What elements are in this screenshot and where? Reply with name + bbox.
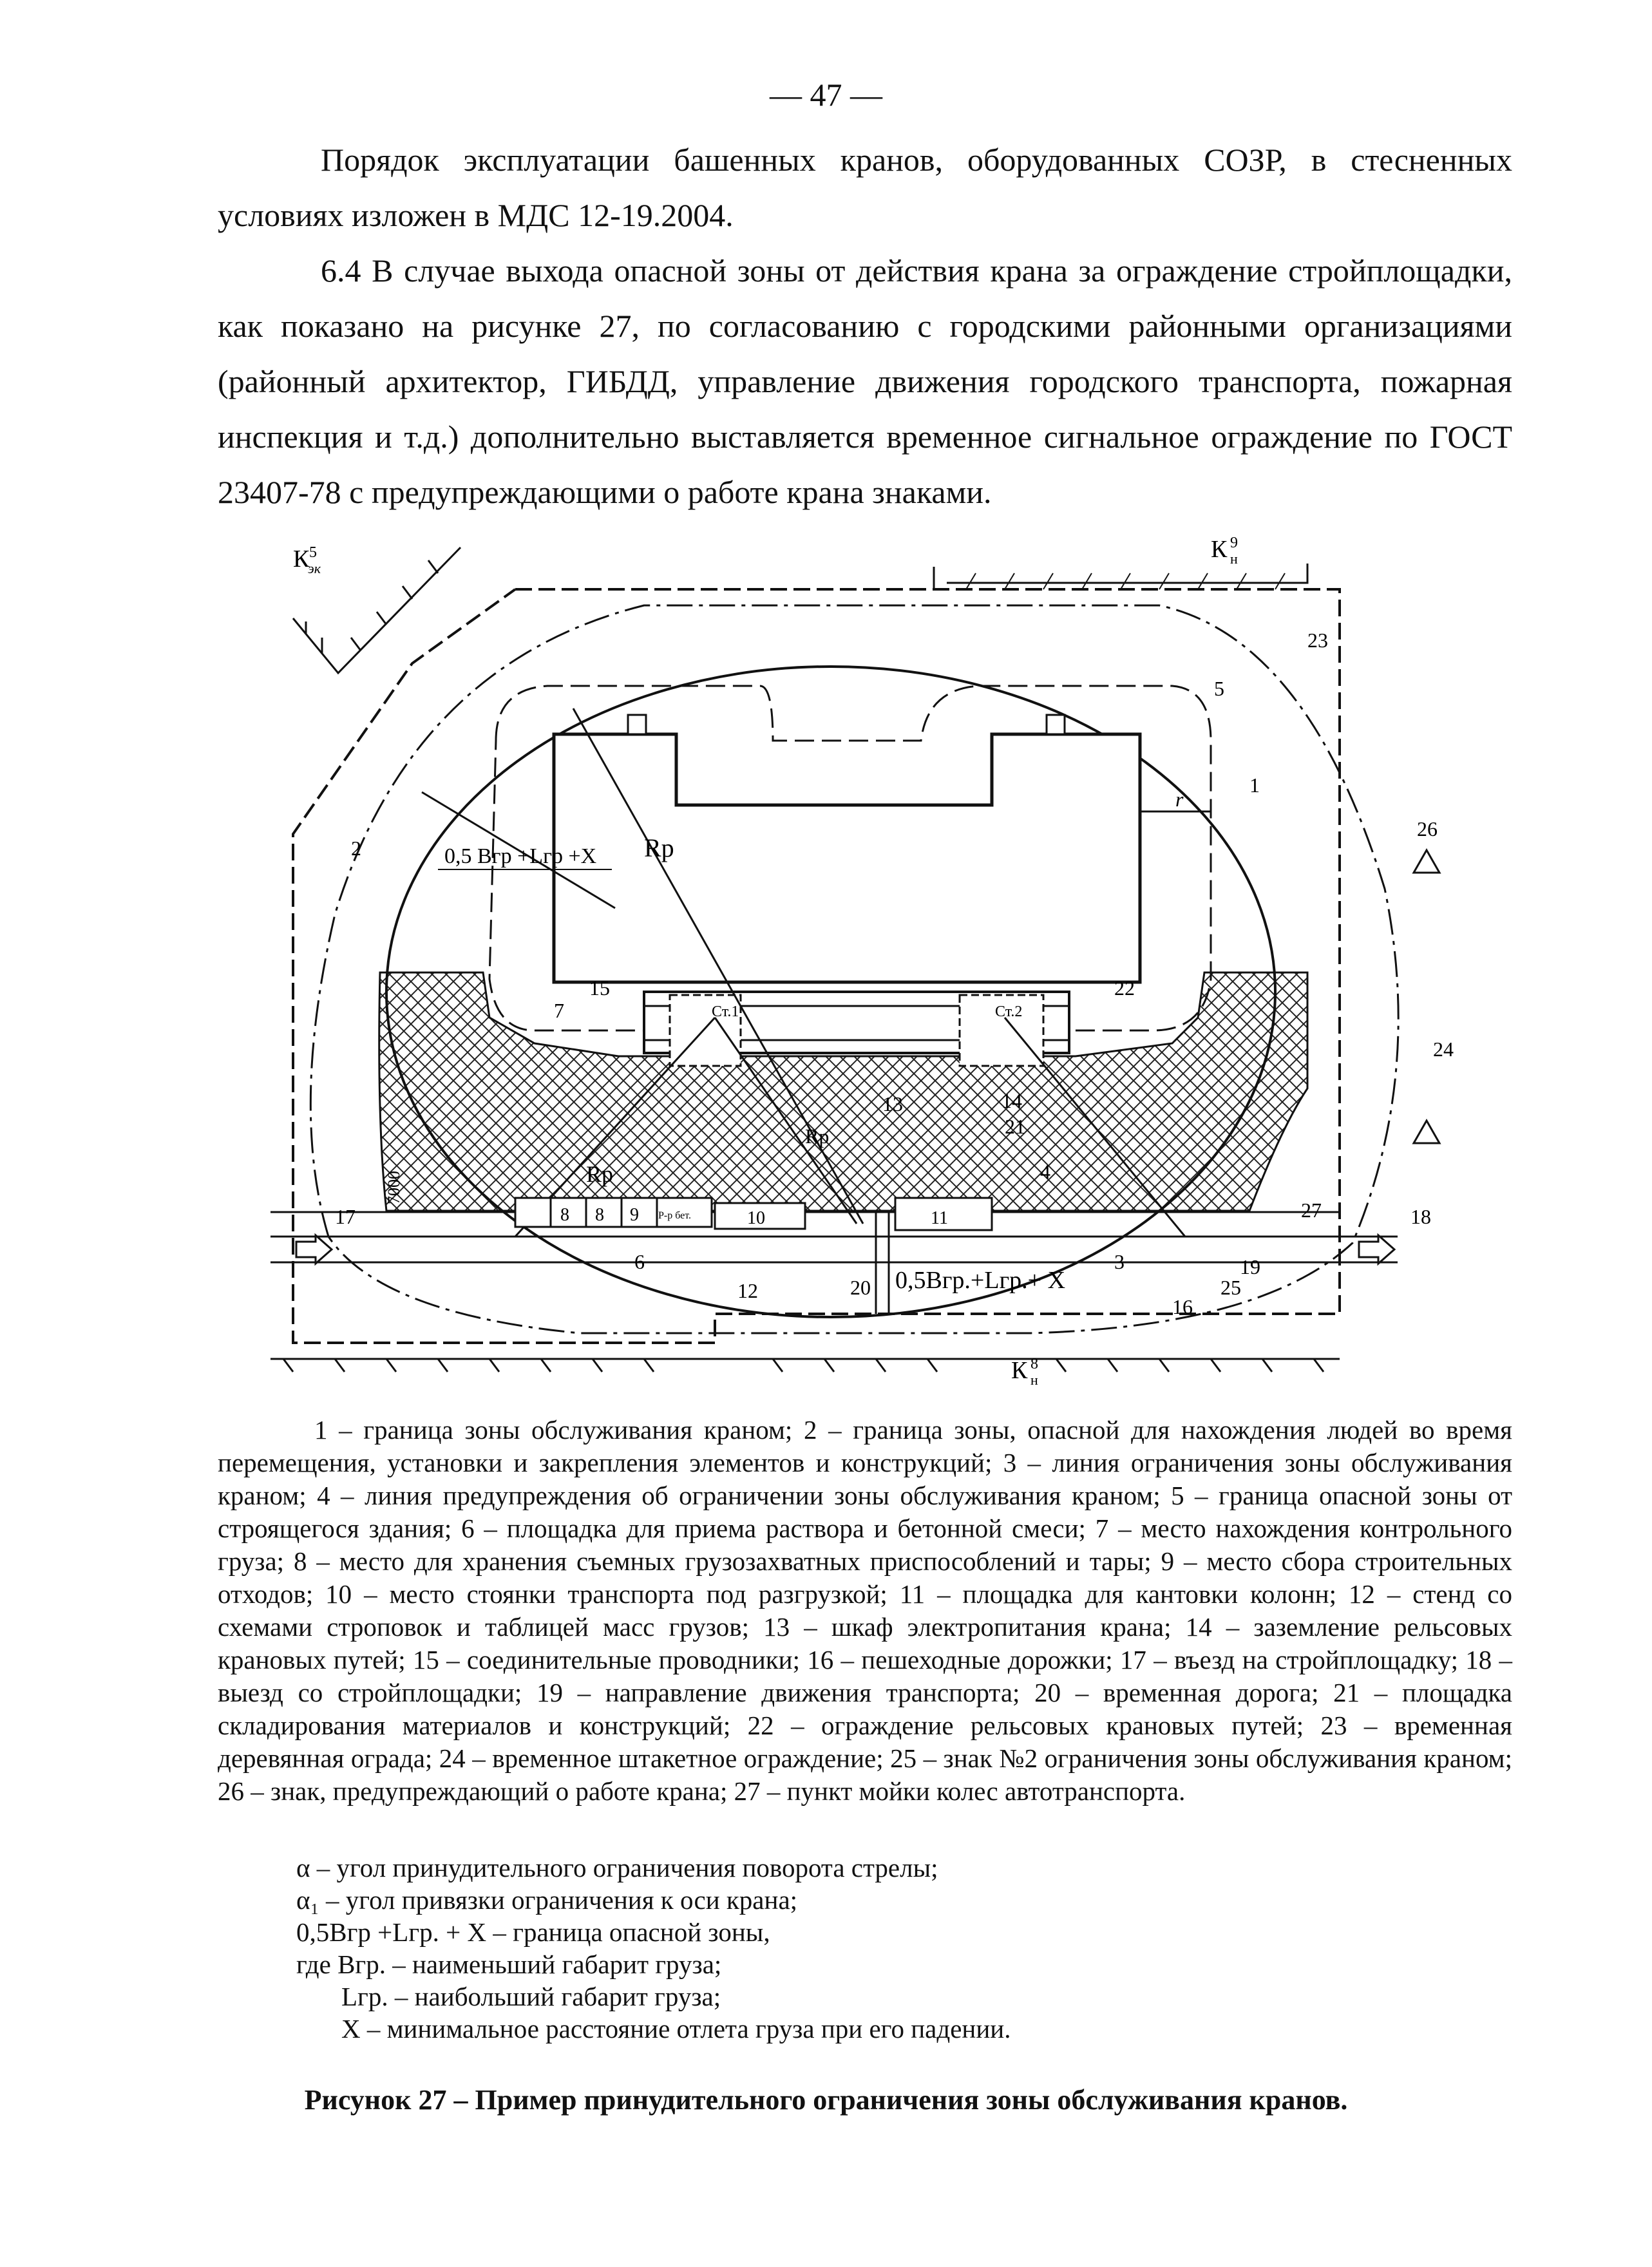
label-7: 7 [554,999,564,1022]
danger-zone-boundary [309,604,1400,1334]
k-bottom-den: н [1030,1372,1038,1388]
building-danger-boundary [488,685,1212,1032]
k-top: К [1211,536,1228,563]
slope-hatch [292,546,462,675]
k-left-num: 5 [309,544,317,561]
label-27: 27 [1301,1199,1322,1222]
label-1: 1 [1249,773,1260,797]
label-6: 6 [634,1250,645,1273]
note-formula: 0,5Вгр +Lгр. + Х – граница опасной зоны, [296,1917,770,1947]
label-23: 23 [1307,629,1328,652]
paragraph-2: 6.4 В случае выхода опасной зоны от дейс… [218,243,1512,520]
label-3: 3 [1114,1250,1125,1273]
label-25: 25 [1220,1276,1241,1299]
label-16: 16 [1172,1295,1193,1318]
label-12: 12 [737,1279,758,1302]
site-plan-figure: Ст.1 Ст.2 8 8 9 Р-р бет. 10 11 [271,535,1454,1388]
label-10: 10 [747,1208,765,1228]
label-4: 4 [1040,1160,1050,1183]
label-20: 20 [850,1276,871,1299]
service-zone-boundary [385,665,1277,1318]
note-x: Х – минимальное расстояние отлета груза … [341,2014,1011,2044]
legend-text: 1 – граница зоны обслуживания краном; 2 … [218,1415,1512,1806]
label-19: 19 [1240,1255,1260,1278]
label-21: 21 [1005,1115,1025,1138]
crane-1-label: Ст.1 [712,1003,739,1020]
label-9: 9 [630,1205,639,1225]
entry-exit-arrows [295,1233,1396,1266]
k-left: К [293,545,310,573]
label-14: 14 [1002,1089,1022,1112]
label-5: 5 [1214,677,1224,700]
callout-numbers: 1 2 3 4 5 6 7 12 13 14 15 16 17 18 19 20… [335,629,1454,1318]
k-left-den: эк [308,560,321,576]
site-fence [292,588,1341,1344]
label-22: 22 [1114,976,1135,1000]
label-26: 26 [1417,817,1438,840]
note-alpha1: α₁ – угол привязки ограничения к оси кра… [296,1885,798,1915]
note-alpha: α – угол принудительного ограничения пов… [296,1853,938,1883]
label-15: 15 [589,976,610,1000]
building-outline [552,732,1142,984]
storage-boxes [514,1197,993,1231]
label-18: 18 [1410,1205,1431,1228]
k-top-num: 9 [1230,535,1238,551]
crane-warning-sign [1412,848,1441,874]
note-lgr: Lгр. – наибольший габарит груза; [341,1982,721,2011]
r-label: r [1175,788,1184,811]
crane-warning-sign-2 [1412,1118,1441,1144]
k-bottom: К [1011,1357,1028,1384]
page-number: — 47 — [770,77,882,113]
formula-upper: 0,5 Вгр +Lгр +Х [444,844,596,868]
paragraph-1-text: Порядок эксплуатации башенных кранов, об… [218,142,1512,233]
k-bottom-num: 8 [1030,1356,1038,1372]
top-fence-hatch [933,564,1309,589]
label-2: 2 [351,837,361,860]
figure-legend: 1 – граница зоны обслуживания краном; 2 … [218,1414,1512,1808]
crane-2-label: Ст.2 [995,1003,1022,1020]
figure-caption: Рисунок 27 – Пример принудительного огра… [304,2084,1348,2116]
dim-7000: 7000 [385,1171,403,1204]
paragraph-2-text: 6.4 В случае выхода опасной зоны от дейс… [218,252,1512,510]
formula-lower: 0,5Вгр.+Lгр.+ Х [895,1267,1065,1294]
label-8a: 8 [560,1205,569,1225]
label-24: 24 [1433,1038,1454,1061]
label-8b: 8 [595,1205,604,1225]
note-where: где Вгр. – наименьший габарит груза; [296,1949,722,1979]
rp-label-2: Rp [805,1124,829,1148]
label-waste: Р-р бет. [658,1210,691,1221]
label-11: 11 [931,1208,948,1228]
hatched-danger-zone [378,971,1309,1212]
k-top-den: н [1230,551,1238,567]
rp-label: Rp [644,833,674,862]
label-13: 13 [882,1092,903,1115]
rp-label-3: Rp [586,1161,613,1187]
figure-notes: α – угол принудительного ограничения пов… [296,1852,1488,2045]
paragraph-1: Порядок эксплуатации башенных кранов, об… [218,132,1512,243]
bottom-ground-hatch [271,1358,1340,1372]
label-17: 17 [335,1205,356,1228]
crane-2 [958,994,1045,1067]
